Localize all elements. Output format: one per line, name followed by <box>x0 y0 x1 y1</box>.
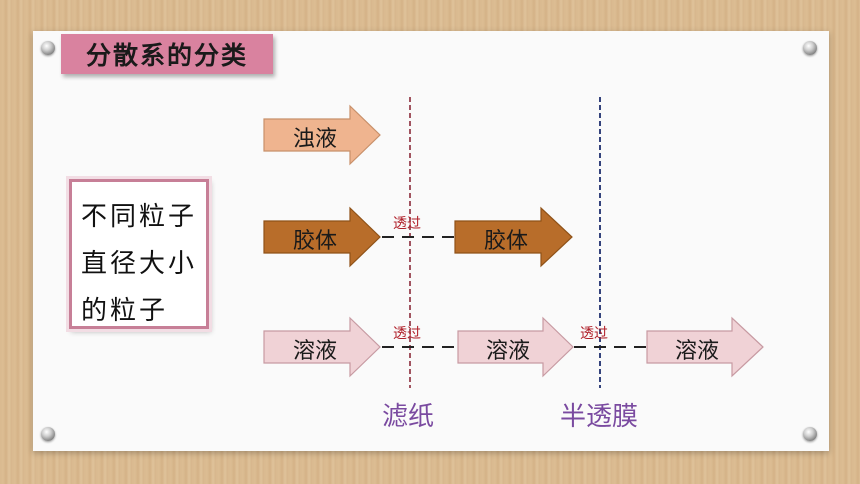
pin-bottom-right-icon <box>803 427 817 441</box>
solution-pass-label-2: 透过 <box>580 326 608 342</box>
side-line-3: 的粒子 <box>81 296 169 326</box>
colloid-arrow-left <box>263 206 381 268</box>
filter-paper-label: 滤纸 <box>382 402 435 432</box>
turbid-arrow <box>263 104 381 166</box>
solution-arrow-left <box>263 316 381 378</box>
pin-bottom-left-icon <box>41 427 55 441</box>
solution-label-right: 溶液 <box>674 339 719 364</box>
side-line-1: 不同粒子 <box>81 202 198 232</box>
colloid-label-left: 胶体 <box>292 229 337 254</box>
solution-label-left: 溶液 <box>292 339 337 364</box>
solution-pass-label-1: 透过 <box>393 326 421 342</box>
colloid-pass-label: 透过 <box>393 216 421 232</box>
turbid-label: 浊液 <box>292 127 337 152</box>
solution-arrow-right <box>646 316 764 378</box>
side-line-2: 直径大小 <box>81 249 198 279</box>
membrane-label: 半透膜 <box>560 402 639 432</box>
pin-top-right-icon <box>803 41 817 55</box>
page-title: 分散系的分类 <box>61 34 273 74</box>
solution-arrow-mid <box>457 316 574 378</box>
pin-top-left-icon <box>41 41 55 55</box>
colloid-label-right: 胶体 <box>483 229 528 254</box>
side-box: 不同粒子 直径大小 的粒子 <box>69 179 209 329</box>
colloid-arrow-right <box>454 206 573 268</box>
solution-label-mid: 溶液 <box>485 339 530 364</box>
